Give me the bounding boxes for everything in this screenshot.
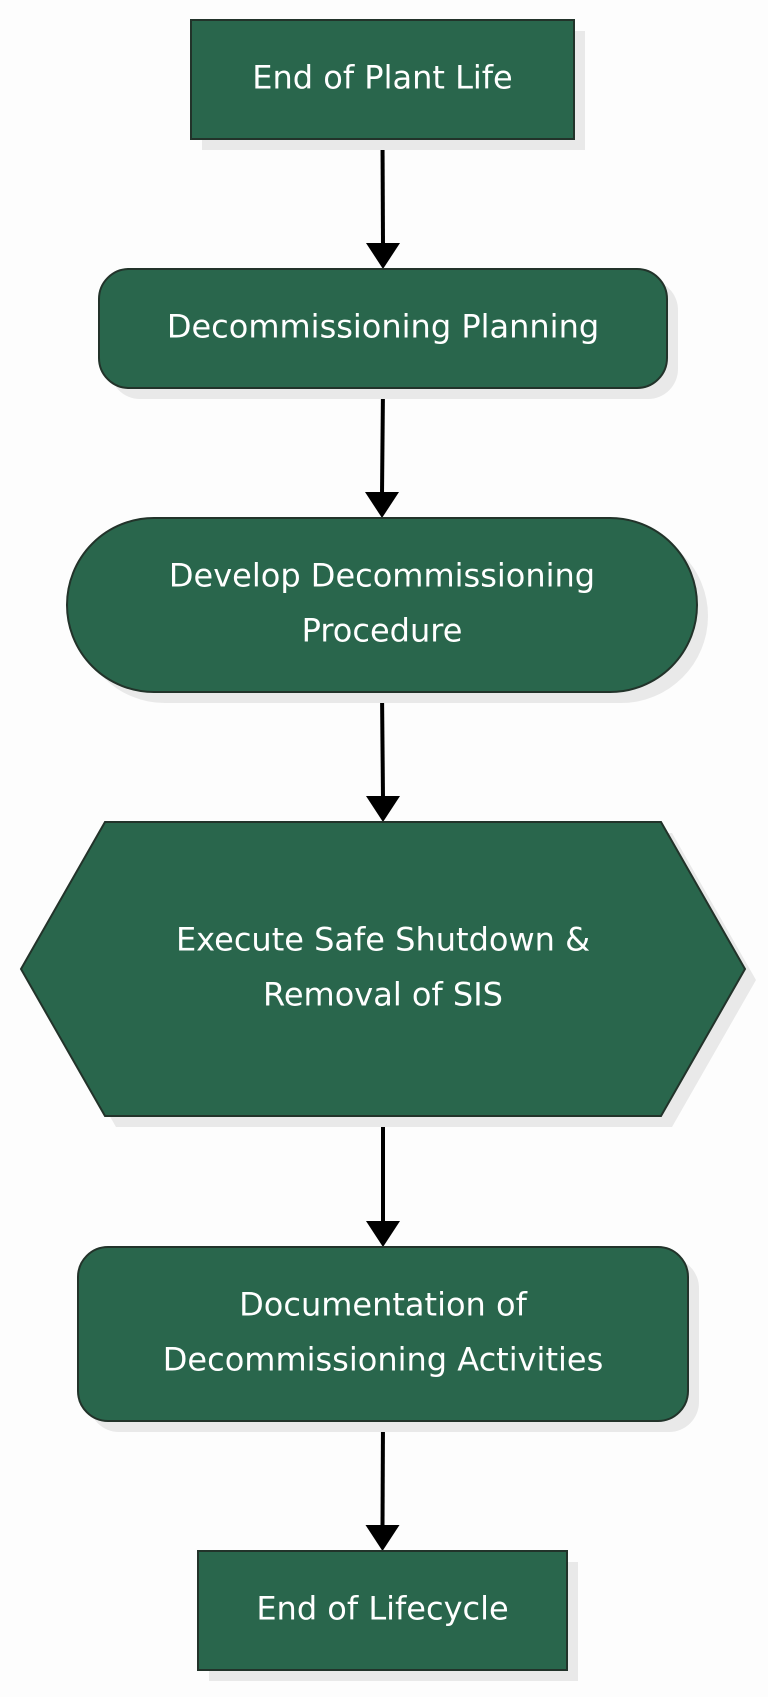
node-shape-stadium xyxy=(66,517,698,693)
arrow-line xyxy=(380,387,385,495)
arrow-execute-safe-shutdown-to-documentation-of-decommissioning xyxy=(366,1116,400,1247)
arrow-line xyxy=(380,1420,385,1528)
node-label: Removal of SIS xyxy=(263,976,503,1014)
node-execute-safe-shutdown: Execute Safe Shutdown & Removal of SIS xyxy=(19,821,756,1127)
arrow-develop-decommissioning-procedure-to-execute-safe-shutdown xyxy=(366,691,400,822)
node-shape-rectangle xyxy=(197,1550,568,1671)
arrow-head xyxy=(365,492,399,518)
arrow-head xyxy=(366,1221,400,1247)
node-label: Documentation of xyxy=(239,1286,527,1324)
arrow-end-of-plant-life-to-decommissioning-planning xyxy=(366,138,400,269)
node-end-of-lifecycle: End of Lifecycle xyxy=(197,1550,578,1681)
node-label: End of Plant Life xyxy=(252,59,512,97)
node-label: Procedure xyxy=(302,612,463,650)
node-shape-rounded-rectangle xyxy=(77,1246,689,1422)
arrow-documentation-of-decommissioning-to-end-of-lifecycle xyxy=(365,1420,400,1551)
node-label: Execute Safe Shutdown & xyxy=(176,921,590,959)
arrow-line xyxy=(380,138,385,246)
arrow-decommissioning-planning-to-develop-decommissioning-procedure xyxy=(365,387,399,518)
node-label: Develop Decommissioning xyxy=(169,557,595,595)
arrow-head xyxy=(365,1525,400,1551)
node-shape-rectangle xyxy=(190,19,575,140)
arrow-head xyxy=(366,796,400,822)
edges-layer xyxy=(365,138,400,1551)
node-documentation-of-decommissioning: Documentation of Decommissioning Activiti… xyxy=(77,1246,699,1432)
node-shape-hexagon xyxy=(19,821,747,1117)
node-label: Decommissioning Activities xyxy=(163,1341,603,1379)
node-decommissioning-planning: Decommissioning Planning xyxy=(98,268,678,399)
node-shape-rounded-rectangle xyxy=(98,268,668,389)
arrow-head xyxy=(366,243,400,269)
node-label: End of Lifecycle xyxy=(256,1590,508,1628)
node-end-of-plant-life: End of Plant Life xyxy=(190,19,585,150)
arrow-line xyxy=(380,691,385,799)
node-label: Decommissioning Planning xyxy=(167,308,599,346)
